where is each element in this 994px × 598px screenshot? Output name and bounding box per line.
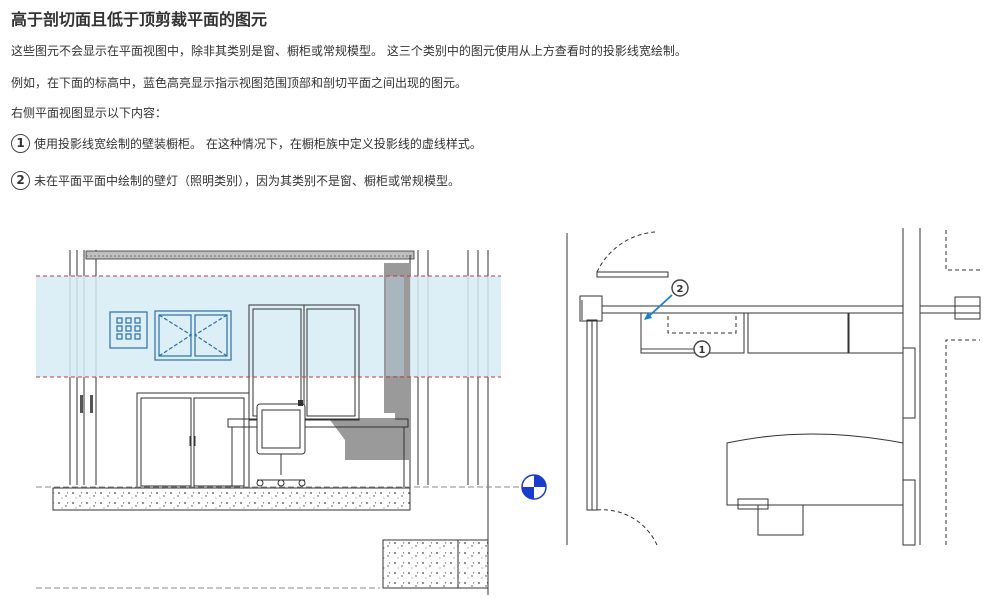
- example-paragraph: 例如，在下面的标高中，蓝色高亮显示指示视图范围顶部和剖切平面之间出现的图元。: [11, 76, 468, 90]
- chair-elevation: [256, 403, 306, 487]
- wall-light-symbol: [109, 311, 148, 349]
- plan-callout-1-label: 1: [699, 345, 706, 356]
- wall-hardware: [80, 395, 93, 413]
- desk-elevation: [227, 418, 409, 487]
- list-item-2-text: 未在平面平面中绘制的壁灯（照明类别），因为其类别不是窗、橱柜或常规模型。: [34, 174, 461, 188]
- callout-number-2: 2: [11, 171, 30, 190]
- plan-wall-cabinet: [640, 312, 904, 354]
- foundation-block: [382, 539, 489, 589]
- list-intro-paragraph: 右侧平面视图显示以下内容：: [11, 106, 168, 120]
- wall-cabinet-elevation: [154, 310, 232, 361]
- view-range-highlight: [36, 276, 501, 377]
- list-item-1: 1 使用投影线宽绘制的壁装橱柜。 在这种情况下，在橱柜族中定义投影线的虚线样式。: [11, 134, 482, 153]
- page-title: 高于剖切面且低于顶剪裁平面的图元: [11, 10, 268, 29]
- callout-number-1: 1: [11, 134, 30, 153]
- level-marker: [521, 474, 547, 500]
- intro-paragraph: 这些图元不会显示在平面视图中，除非其类别是窗、橱柜或常规模型。 这三个类别中的图…: [11, 44, 687, 58]
- plan-callout-1: 1: [641, 340, 711, 358]
- list-item-2: 2 未在平面平面中绘制的壁灯（照明类别），因为其类别不是窗、橱柜或常规模型。: [11, 171, 460, 190]
- callout-leader-2: [647, 294, 673, 318]
- list-item-1-text: 使用投影线宽绘制的壁装橱柜。 在这种情况下，在橱柜族中定义投影线的虚线样式。: [34, 137, 482, 151]
- plan-callout-2-label: 2: [677, 284, 684, 295]
- floor-slab: [52, 487, 411, 511]
- ceiling-soffit: [85, 250, 415, 260]
- plan-view-illustration: [566, 228, 981, 546]
- plan-callout-2: 2: [671, 279, 689, 297]
- plan-desk: [726, 433, 904, 536]
